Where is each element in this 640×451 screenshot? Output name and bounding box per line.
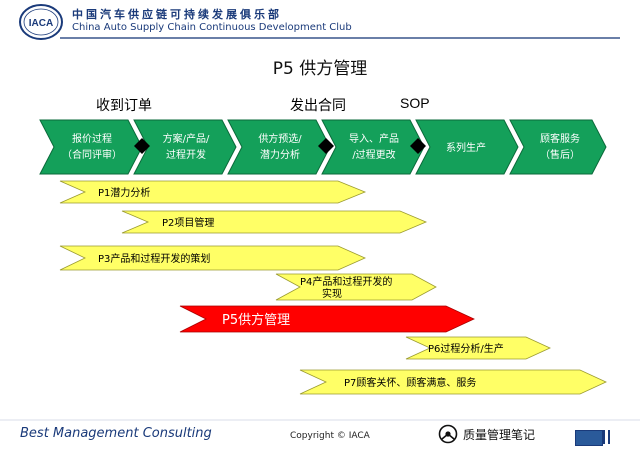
iaca-logo: IACA xyxy=(19,4,63,40)
phase-6: 顾客服务 （售后） xyxy=(509,119,607,175)
process-p3-label: P3产品和过程开发的策划 xyxy=(98,252,210,265)
phase-4: 导入、产品 /过程更改 xyxy=(321,119,425,175)
logo-text: IACA xyxy=(29,18,53,29)
process-p4: P4产品和过程开发的 实现 xyxy=(275,273,437,301)
milestone-order-received: 收到订单 xyxy=(96,98,152,114)
phase-2: 方案/产品/ 过程开发 xyxy=(133,119,237,175)
phase-3-line2: 潜力分析 xyxy=(260,148,300,161)
phase-3-line1: 供方预选/ xyxy=(258,132,302,145)
footer-page-badge xyxy=(575,430,603,446)
footer-bars-decoration xyxy=(603,430,610,444)
phase-2-line1: 方案/产品/ xyxy=(163,132,210,145)
process-p7: P7顾客关怀、顾客满意、服务 xyxy=(299,369,607,395)
phase-6-line2: （售后） xyxy=(540,148,580,161)
process-p3: P3产品和过程开发的策划 xyxy=(59,245,366,271)
process-p7-label: P7顾客关怀、顾客满意、服务 xyxy=(344,376,476,389)
diamond-sop xyxy=(410,138,426,154)
footer-account-name: 质量管理笔记 xyxy=(463,428,536,442)
phase-5-line1: 系列生产 xyxy=(446,141,486,154)
phase-4-line1: 导入、产品 xyxy=(349,132,399,145)
process-p5: P5供方管理 xyxy=(179,305,475,333)
process-arrows: P1潜力分析 P2项目管理 P3产品和过程开发的策划 P4产品和过程开发的 实现… xyxy=(59,180,607,395)
wechat-account-icon xyxy=(438,424,458,444)
phase-3: 供方预选/ 潜力分析 xyxy=(227,119,331,175)
process-p4-label-line2: 实现 xyxy=(322,287,342,300)
process-p4-label: P4产品和过程开发的 xyxy=(300,275,392,288)
phase-5: 系列生产 xyxy=(415,119,519,175)
footer-copyright: Copyright © IACA xyxy=(290,431,370,441)
process-p6: P6过程分析/生产 xyxy=(405,336,551,360)
process-p1: P1潜力分析 xyxy=(59,180,367,204)
phase-1-line2: （合同评审） xyxy=(62,148,122,161)
phase-1-line1: 报价过程 xyxy=(72,132,112,145)
slide-title: P5 供方管理 xyxy=(272,59,368,79)
phase-1: 报价过程 （合同评审） xyxy=(39,119,143,175)
milestone-diamonds xyxy=(134,138,426,154)
footer-company: Best Management Consulting xyxy=(20,426,212,441)
diamond-contract-issued xyxy=(318,138,334,154)
phase-2-line2: 过程开发 xyxy=(166,148,206,161)
process-p5-label: P5供方管理 xyxy=(222,312,290,328)
process-p6-label: P6过程分析/生产 xyxy=(428,342,504,355)
phase-chevrons: 报价过程 （合同评审） 方案/产品/ 过程开发 供方预选/ 潜力分析 导入、产品… xyxy=(39,119,607,175)
org-name-en: China Auto Supply Chain Continuous Devel… xyxy=(72,22,352,33)
process-p1-label: P1潜力分析 xyxy=(98,186,150,199)
header-divider xyxy=(60,37,620,39)
diamond-order-received xyxy=(134,138,150,154)
phase-4-line2: /过程更改 xyxy=(352,148,395,161)
phase-6-line1: 顾客服务 xyxy=(540,132,580,145)
process-p2-label: P2项目管理 xyxy=(162,216,214,229)
process-p2: P2项目管理 xyxy=(121,210,428,234)
milestone-sop: SOP xyxy=(400,95,430,111)
org-name-cn: 中国汽车供应链可持续发展俱乐部 xyxy=(72,8,282,21)
milestone-contract-issued: 发出合同 xyxy=(290,98,346,114)
